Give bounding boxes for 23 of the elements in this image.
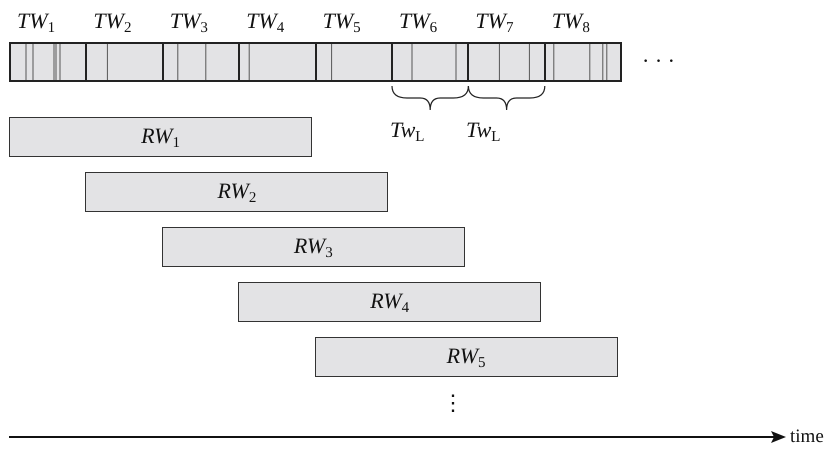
reading-window-bar xyxy=(162,227,465,267)
segment-label: TW$_{8}$ xyxy=(552,10,590,36)
brace-label: Tw$_{L}$ xyxy=(466,119,500,145)
vertical-ellipsis: ⋮ xyxy=(442,392,464,414)
reading-window-bar xyxy=(85,172,388,212)
segment-label: TW$_{1}$ xyxy=(17,10,56,36)
reading-window-bar xyxy=(314,337,618,377)
window-label: RW$_{2}$ xyxy=(217,178,256,206)
segment-label: TW$_{2}$ xyxy=(93,10,132,36)
reading-window-bar xyxy=(238,282,542,322)
segment-label: TW$_{7}$ xyxy=(475,10,514,36)
window-label: RW$_{4}$ xyxy=(370,288,410,316)
segment-label: TW$_{3}$ xyxy=(170,10,208,36)
window-label: RW$_{5}$ xyxy=(446,342,486,372)
brace-label: Tw$_{L}$ xyxy=(390,119,424,145)
axis-label: time xyxy=(790,427,824,446)
segment-label: TW$_{4}$ xyxy=(246,10,284,36)
ellipsis: · · · xyxy=(642,50,675,72)
segment-label: TW$_{5}$ xyxy=(322,10,361,36)
window-label: RW$_{1}$ xyxy=(141,122,180,152)
reading-window-bar xyxy=(9,117,312,157)
window-label: RW$_{3}$ xyxy=(294,232,333,262)
segment-label: TW$_{6}$ xyxy=(399,10,438,36)
